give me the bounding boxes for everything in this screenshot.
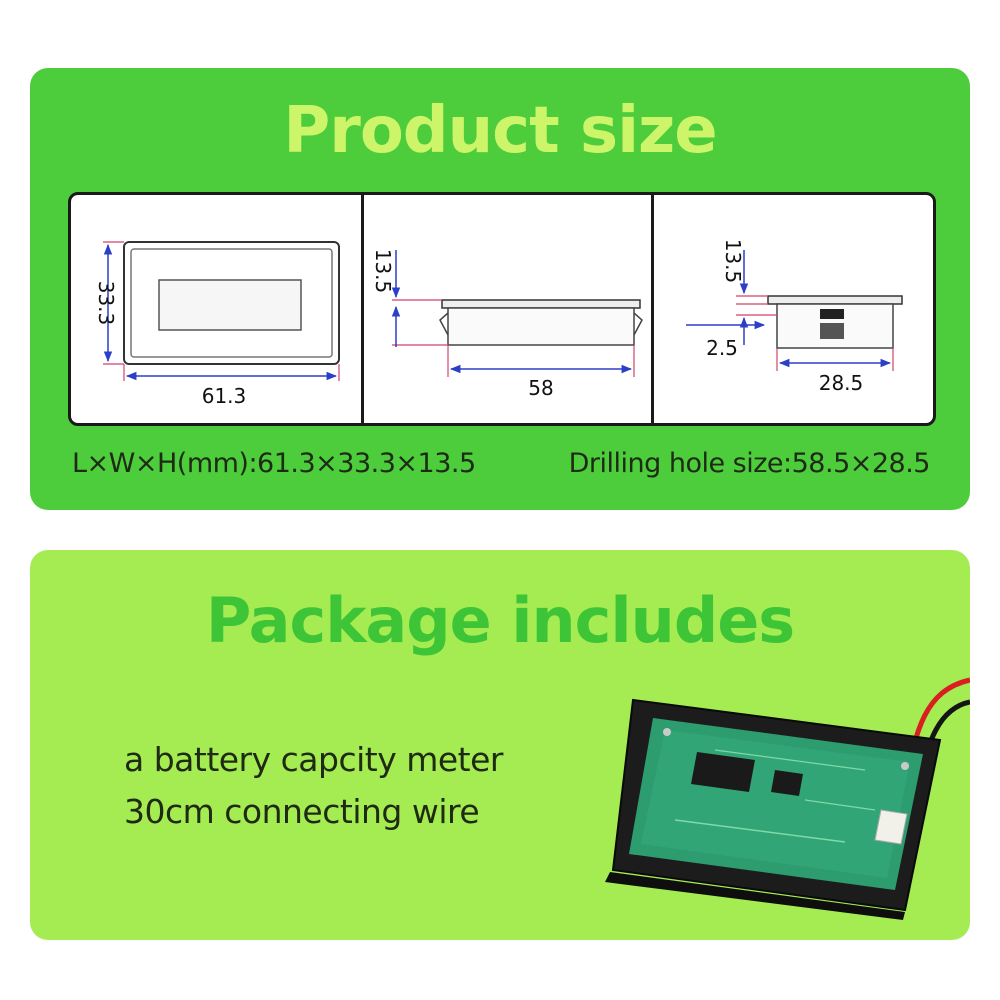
- front-length-label: 61.3: [202, 384, 247, 408]
- battery-meter-photo: [605, 677, 970, 920]
- end-view-drawing: 13.5 2.5 28.5: [651, 195, 933, 423]
- package-includes-title: Package includes: [205, 584, 795, 657]
- side-length-label: 58: [528, 376, 553, 400]
- end-height-label: 13.5: [721, 239, 745, 284]
- drilling-hole-text: Drilling hole size:58.5×28.5: [568, 448, 931, 479]
- package-item: 30cm connecting wire: [124, 792, 480, 831]
- end-width-label: 28.5: [819, 371, 864, 395]
- product-size-title: Product size: [283, 94, 717, 168]
- front-view-diagram: 33.3 61.3: [94, 241, 340, 408]
- front-view-drawing: 33.3 61.3: [71, 195, 361, 423]
- end-flange-label: 2.5: [706, 336, 738, 360]
- front-height-label: 33.3: [94, 281, 118, 326]
- side-view-diagram: 13.5 58: [371, 249, 643, 400]
- dimension-drawings: 33.3 61.3: [68, 192, 936, 426]
- end-view-diagram: 13.5 2.5 28.5: [686, 239, 903, 395]
- side-view-drawing: 13.5 58: [361, 195, 654, 423]
- side-height-label: 13.5: [371, 249, 395, 294]
- product-size-panel: Product size 33.3 61.3: [30, 68, 970, 510]
- package-item: a battery capcity meter: [124, 740, 504, 779]
- dimensions-text: L×W×H(mm):61.3×33.3×13.5: [72, 448, 476, 479]
- package-includes-panel: Package includes a battery capcity meter…: [30, 550, 970, 940]
